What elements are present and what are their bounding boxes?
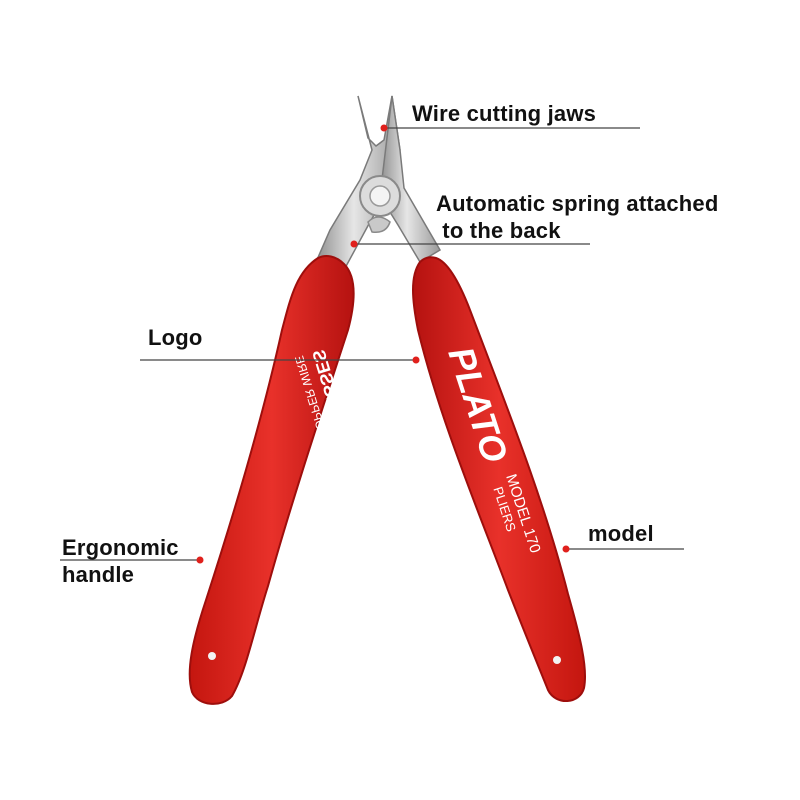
callout-handle-line1: Ergonomic [62,535,179,560]
callout-model: model [588,521,654,546]
metal-head [314,95,442,271]
callout-wire-cutting-jaws: Wire cutting jaws [412,101,597,126]
callout-leaders [60,124,684,564]
callout-handle-line2: handle [62,562,135,587]
spring-icon [367,216,391,234]
callout-spring-line2: to the back [436,218,561,243]
callout-ergonomic-handle: Ergonomic handle [62,534,179,588]
callout-automatic-spring: Automatic spring attached to the back [436,190,718,244]
callout-logo: Logo [148,325,203,350]
callout-spring-line1: Automatic spring attached [436,191,719,216]
right-handle [412,256,587,702]
left-handle [188,255,355,705]
